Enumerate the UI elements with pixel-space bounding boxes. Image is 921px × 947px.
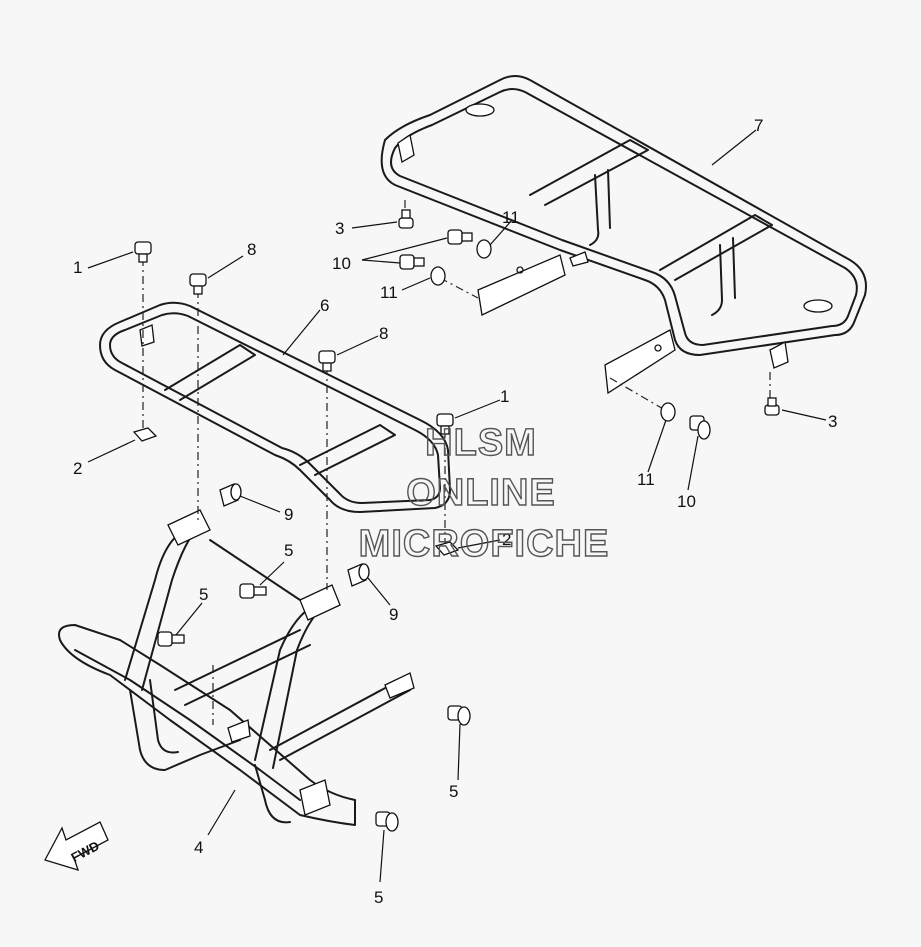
rear-carrier (380, 75, 867, 395)
callout-9b: 9 (389, 605, 398, 624)
callout-10b: 10 (677, 492, 696, 511)
watermark-line-2: ONLINE (406, 472, 556, 514)
nut-2b-icon (434, 541, 460, 556)
washer-11b-icon (430, 266, 446, 286)
bolt-8a-icon (189, 273, 207, 295)
callout-2b: 2 (502, 530, 511, 549)
callout-6: 6 (320, 296, 329, 315)
callout-10a: 10 (332, 254, 351, 273)
callout-4: 4 (194, 838, 203, 857)
bolt-5d-icon (375, 811, 399, 832)
callout-3b: 3 (828, 412, 837, 431)
callout-7: 7 (754, 116, 763, 135)
fasteners (132, 209, 780, 832)
callout-labels: 1 1 2 2 3 3 4 5 5 5 5 6 7 8 8 9 9 10 10 … (73, 116, 837, 907)
leader-lines (87, 129, 827, 883)
nut-2a-icon (132, 427, 158, 442)
bushing-9b-icon (347, 563, 370, 587)
bolt-5a-icon (157, 631, 185, 647)
washer-11c-icon (660, 402, 676, 422)
callout-5d: 5 (374, 888, 383, 907)
bolt-3b-icon (764, 397, 780, 416)
callout-5a: 5 (199, 585, 208, 604)
bolt-10b-icon (399, 254, 425, 270)
watermark: HLSM ONLINE MICROFICHE (358, 421, 610, 565)
bolt-1a-icon (134, 241, 152, 263)
bolt-8b-icon (318, 350, 336, 372)
bolt-1b-icon (436, 413, 454, 435)
callout-3a: 3 (335, 219, 344, 238)
bolt-5b-icon (239, 583, 267, 599)
washer-11a-icon (476, 239, 492, 259)
callout-11b: 11 (380, 283, 398, 302)
center-lines (142, 200, 771, 725)
callout-1a: 1 (73, 258, 82, 277)
callout-9a: 9 (284, 505, 293, 524)
callout-5c: 5 (449, 782, 458, 801)
bolt-3a-icon (398, 209, 414, 229)
front-bumper-frame (58, 509, 415, 826)
callout-5b: 5 (284, 541, 293, 560)
bolt-10c-icon (689, 415, 711, 440)
fwd-arrow-icon: FWD (44, 821, 109, 871)
callout-1b: 1 (500, 387, 509, 406)
callout-8a: 8 (247, 240, 256, 259)
callout-11a: 11 (502, 208, 520, 227)
watermark-line-1: HLSM (425, 422, 537, 464)
front-carrier (99, 301, 451, 513)
bolt-10a-icon (447, 229, 473, 245)
bushing-9a-icon (219, 483, 242, 507)
callout-11c: 11 (637, 470, 655, 489)
callout-2a: 2 (73, 459, 82, 478)
watermark-line-3: MICROFICHE (359, 523, 610, 565)
callout-8b: 8 (379, 324, 388, 343)
bolt-5c-icon (447, 705, 471, 726)
